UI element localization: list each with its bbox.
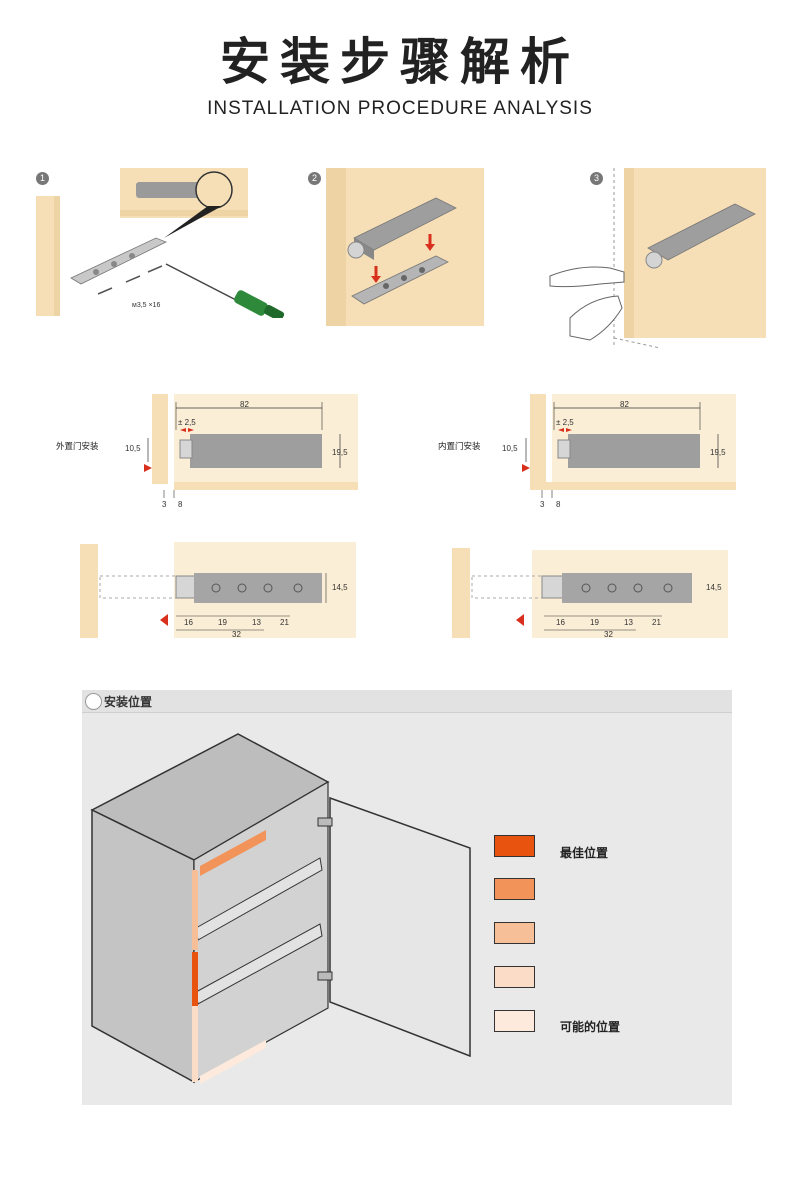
outer-height: 19,5 <box>332 448 348 457</box>
step-number-1: 1 <box>36 172 49 185</box>
inner-offset: 10,5 <box>502 444 518 453</box>
legend-swatch-2 <box>494 878 535 900</box>
inner-gap-a: 3 <box>540 500 545 509</box>
page-subtitle: INSTALLATION PROCEDURE ANALYSIS <box>207 98 593 119</box>
step-number-3: 3 <box>590 172 603 185</box>
outer-door-label: 外置门安装 <box>56 442 99 452</box>
position-panel-title: 安装位置 <box>104 695 153 709</box>
bottom-right-drawing <box>452 540 732 640</box>
legend-label-best: 最佳位置 <box>560 846 609 860</box>
inner-door-label: 内置门安装 <box>438 442 481 452</box>
br-d4: 21 <box>652 618 661 627</box>
outer-offset: 10,5 <box>125 444 141 453</box>
outer-length: 82 <box>240 400 249 409</box>
br-height: 14,5 <box>706 583 722 592</box>
inner-height: 19,5 <box>710 448 726 457</box>
legend-swatch-3 <box>494 922 535 944</box>
br-d3: 13 <box>624 618 633 627</box>
inner-length: 82 <box>620 400 629 409</box>
bl-d4: 21 <box>280 618 289 627</box>
inner-tolerance: ± 2,5 <box>556 418 574 427</box>
legend-swatch-possible <box>494 1010 535 1032</box>
step-2-illustration <box>326 168 484 326</box>
br-d1: 16 <box>556 618 565 627</box>
screw-spec-label: ᴍ3,5 ×16 <box>132 302 161 309</box>
position-panel-header: 安装位置 <box>82 690 732 713</box>
step-1-illustration <box>36 168 296 322</box>
bl-d3: 13 <box>252 618 261 627</box>
outer-tolerance: ± 2,5 <box>178 418 196 427</box>
page-title: 安装步骤解析 <box>220 33 580 91</box>
bl-total: 32 <box>232 630 241 639</box>
step-3-illustration <box>540 168 766 349</box>
legend-label-possible: 可能的位置 <box>560 1020 621 1034</box>
outer-gap-b: 8 <box>178 500 183 509</box>
bottom-left-drawing <box>80 540 360 640</box>
bl-height: 14,5 <box>332 583 348 592</box>
outer-door-drawing <box>120 390 360 510</box>
legend-swatch-best <box>494 835 535 857</box>
step-number-2: 2 <box>308 172 321 185</box>
logo-icon <box>85 693 102 710</box>
bl-d2: 19 <box>218 618 227 627</box>
inner-door-drawing <box>498 390 738 510</box>
br-total: 32 <box>604 630 613 639</box>
bl-d1: 16 <box>184 618 193 627</box>
outer-gap-a: 3 <box>162 500 167 509</box>
br-d2: 19 <box>590 618 599 627</box>
legend-swatch-4 <box>494 966 535 988</box>
cabinet-illustration <box>86 730 476 1100</box>
inner-gap-b: 8 <box>556 500 561 509</box>
